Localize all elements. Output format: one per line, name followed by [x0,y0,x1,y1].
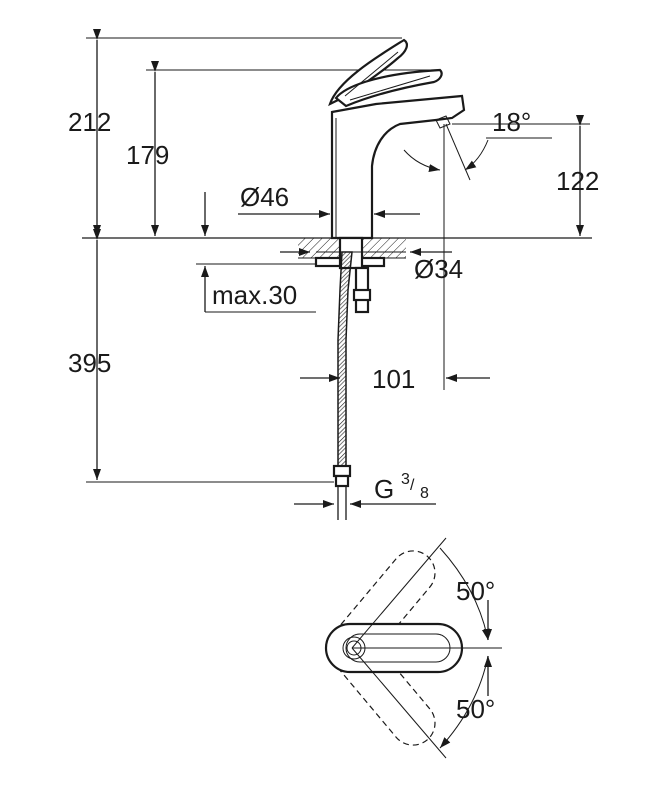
dim-spout-angle: 18° [403,107,552,238]
faucet-body [330,94,466,240]
faucet-handle [328,38,443,108]
dim-spout-height: 179 [126,61,438,236]
dim-base-diameter-label: Ø46 [240,182,289,212]
angle-left-label: 50° [456,576,495,606]
dim-connection-label: G [374,474,394,504]
dim-projection-label: 101 [372,364,415,394]
side-view: 212 179 122 18° [68,29,599,520]
dim-spout-height-label: 179 [126,140,169,170]
angle-right-label: 50° [456,694,495,724]
dim-connection-num: 3 [401,471,410,488]
dim-hole-diameter: Ø34 [280,248,463,284]
top-view: 50° 50° [324,537,502,759]
dim-hose-length-label: 395 [68,348,111,378]
dim-max-thickness-label: max.30 [212,280,297,310]
dim-max-thickness: max.30 [196,192,360,313]
dim-hose-length: 395 [68,229,334,483]
dim-spout-angle-label: 18° [492,107,531,137]
dim-connection-den: 8 [420,485,429,502]
flexible-hose [332,251,353,520]
dim-total-height-label: 212 [68,107,111,137]
dim-projection: 101 [300,238,490,394]
dim-outlet-height-label: 122 [556,166,599,196]
dim-outlet-height: 122 [452,115,599,236]
dim-connection: G 3 / 8 [294,471,436,508]
dim-hole-diameter-label: Ø34 [414,254,463,284]
dim-total-height: 212 [68,29,402,236]
dim-base-diameter: Ø46 [238,182,420,218]
dim-connection-slash: / [410,477,415,494]
